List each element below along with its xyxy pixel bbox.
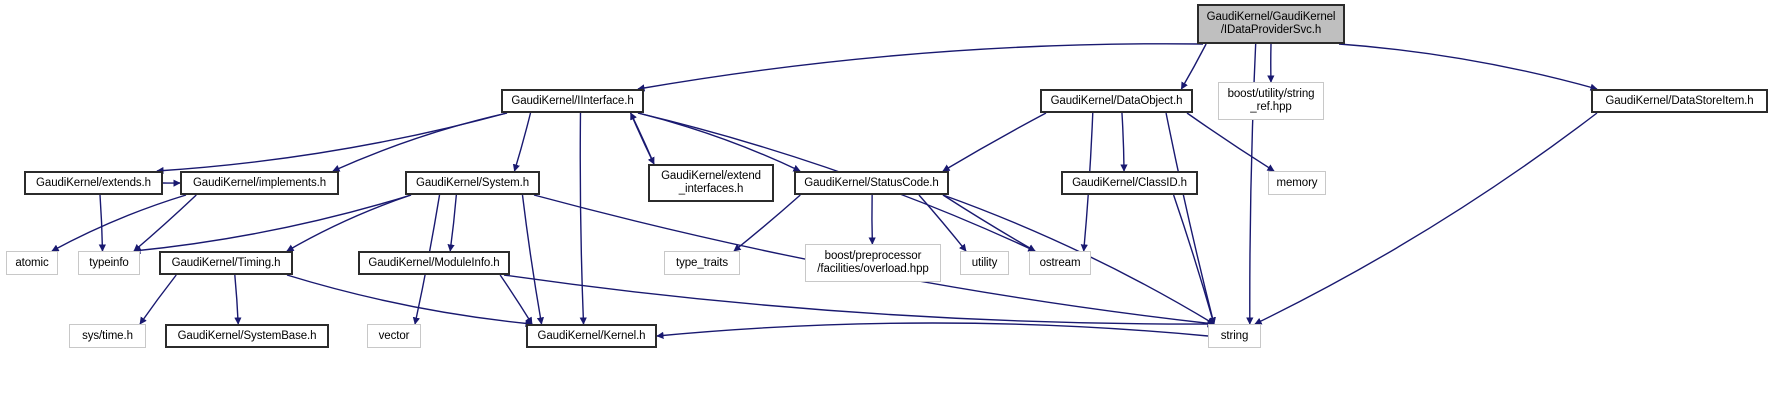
graph-edge-timing-to-systembase [234,274,242,325]
graph-node-label: boost/preprocessor /facilities/overload.… [817,250,929,275]
graph-node-label: GaudiKernel/ModuleInfo.h [368,256,500,269]
graph-edge-timing-to-kernel [286,274,533,327]
graph-node-moduleinfo[interactable]: GaudiKernel/ModuleInfo.h [358,251,510,275]
graph-node-systembase[interactable]: GaudiKernel/SystemBase.h [165,324,329,348]
graph-node-label: GaudiKernel/DataStoreItem.h [1605,94,1754,107]
graph-edge-classid-to-string [1172,194,1216,325]
graph-node-label: string [1220,329,1249,342]
graph-node-label: GaudiKernel/IInterface.h [511,94,634,107]
graph-node-classid[interactable]: GaudiKernel/ClassID.h [1061,171,1198,195]
graph-edge-system-to-moduleinfo [447,194,458,252]
graph-node-label: GaudiKernel/Timing.h [171,256,281,269]
graph-node-label: memory [1276,176,1318,189]
graph-edge-datastoreitem-to-string [1254,112,1598,325]
graph-node-label: GaudiKernel/extend _interfaces.h [661,170,761,195]
graph-node-dataobject[interactable]: GaudiKernel/DataObject.h [1040,89,1193,113]
graph-node-extend_if[interactable]: GaudiKernel/extend _interfaces.h [648,164,774,202]
graph-edge-implements-to-atomic [51,194,187,252]
graph-node-kernel[interactable]: GaudiKernel/Kernel.h [526,324,657,348]
graph-node-label: sys/time.h [82,329,133,342]
graph-node-atomic[interactable]: atomic [6,251,58,275]
graph-edge-statuscode-to-type_traits [733,194,801,252]
graph-node-system[interactable]: GaudiKernel/System.h [405,171,540,195]
graph-node-extends[interactable]: GaudiKernel/extends.h [24,171,163,195]
graph-edge-string-to-kernel [656,322,1209,340]
graph-edge-extends-to-typeinfo [98,194,107,252]
graph-edge-root-to-iinterface [637,43,1204,92]
graph-node-memory[interactable]: memory [1268,171,1326,195]
graph-edge-root-to-datastoreitem [1338,43,1598,91]
graph-edge-iinterface-to-extend_if [630,112,655,165]
graph-edge-moduleinfo-to-kernel [499,274,533,325]
graph-node-label: GaudiKernel/SystemBase.h [177,329,317,342]
graph-edge-iinterface-to-statuscode [637,112,801,172]
graph-node-overload[interactable]: boost/preprocessor /facilities/overload.… [805,244,941,282]
graph-node-label: GaudiKernel/extends.h [36,176,151,189]
graph-edge-iinterface-to-system [512,112,532,172]
graph-edge-extend_if-to-iinterface [630,112,655,165]
graph-node-label: type_traits [676,256,728,269]
graph-edge-dataobject-to-classid [1120,112,1128,172]
graph-edge-implements-to-typeinfo [133,194,197,252]
graph-node-label: GaudiKernel/StatusCode.h [804,176,939,189]
graph-node-implements[interactable]: GaudiKernel/implements.h [180,171,339,195]
graph-edge-root-to-dataobject [1180,43,1207,90]
graph-node-label: utility [971,256,998,269]
graph-edge-dataobject-to-statuscode [942,112,1047,172]
graph-node-label: GaudiKernel/GaudiKernel /IDataProviderSv… [1206,11,1336,36]
graph-edge-iinterface-to-kernel [579,112,587,325]
graph-node-label: GaudiKernel/ClassID.h [1072,176,1187,189]
graph-edge-moduleinfo-to-string [503,274,1215,328]
graph-node-vector[interactable]: vector [367,324,421,348]
graph-edge-statuscode-to-utility [918,194,967,252]
graph-node-label: GaudiKernel/DataObject.h [1050,94,1183,107]
graph-node-label: boost/utility/string _ref.hpp [1227,88,1315,113]
graph-node-string_ref[interactable]: boost/utility/string _ref.hpp [1218,82,1324,120]
graph-node-datastoreitem[interactable]: GaudiKernel/DataStoreItem.h [1591,89,1768,113]
graph-edge-system-to-timing [286,194,412,252]
graph-edge-system-to-typeinfo [133,194,412,254]
graph-node-label: atomic [15,256,49,269]
graph-edge-iinterface-to-extends [156,112,508,175]
graph-node-type_traits[interactable]: type_traits [664,251,740,275]
graph-node-systime[interactable]: sys/time.h [69,324,146,348]
graph-edge-dataobject-to-memory [1186,112,1275,172]
graph-node-label: vector [378,329,410,342]
graph-node-utility[interactable]: utility [960,251,1009,275]
graph-edge-statuscode-to-ostream [942,194,1036,252]
graph-node-iinterface[interactable]: GaudiKernel/IInterface.h [501,89,644,113]
graph-node-statuscode[interactable]: GaudiKernel/StatusCode.h [794,171,949,195]
graph-edge-iinterface-to-implements [332,112,508,172]
graph-node-typeinfo[interactable]: typeinfo [78,251,140,275]
graph-edge-timing-to-systime [139,274,177,325]
graph-node-timing[interactable]: GaudiKernel/Timing.h [159,251,293,275]
graph-node-ostream[interactable]: ostream [1029,251,1091,275]
graph-node-label: GaudiKernel/System.h [415,176,530,189]
graph-edge-dataobject-to-string [1165,112,1216,325]
graph-node-string[interactable]: string [1208,324,1261,348]
graph-node-label: ostream [1039,256,1081,269]
graph-node-label: typeinfo [89,256,129,269]
graph-node-label: GaudiKernel/implements.h [192,176,327,189]
graph-node-root[interactable]: GaudiKernel/GaudiKernel /IDataProviderSv… [1197,4,1345,44]
graph-node-label: GaudiKernel/Kernel.h [537,329,646,342]
graph-edge-system-to-kernel [521,194,544,325]
